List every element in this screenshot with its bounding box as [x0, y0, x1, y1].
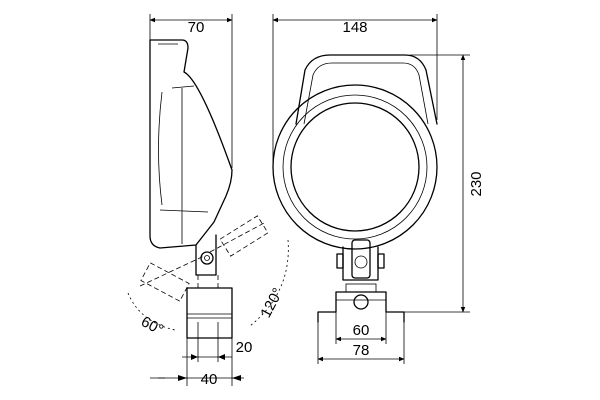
side-width-label: 40 [201, 371, 218, 388]
tilt-ghost-right [219, 215, 269, 257]
tilt-arc-120 [249, 239, 289, 327]
tilt-forward-label: 120° [257, 285, 287, 320]
front-view: 148 230 60 78 [272, 14, 485, 364]
height-label: 230 [468, 171, 485, 196]
tilt-back-label: 60° [138, 313, 166, 339]
side-lens [158, 91, 163, 206]
mount-inner-label: 60 [353, 322, 370, 339]
mount-outer-label: 78 [353, 342, 370, 359]
side-view: 60° 120° 70 20 40 [127, 14, 289, 388]
side-depth-label: 70 [188, 19, 205, 36]
front-handle [295, 54, 438, 125]
pivot-bolt-center [204, 255, 210, 261]
front-lamp-outer [272, 84, 438, 250]
side-housing-rim [158, 43, 209, 244]
front-mount-foot [317, 291, 405, 323]
pivot-bolt [200, 251, 214, 265]
front-lamp-rim [282, 94, 428, 240]
side-offset-label: 20 [236, 339, 253, 356]
side-housing [149, 39, 233, 249]
front-lens [290, 102, 420, 232]
side-bracket [195, 234, 217, 276]
front-neck [342, 246, 379, 281]
tilt-arc-60 [127, 292, 176, 331]
side-base-block [186, 287, 233, 339]
front-width-label: 148 [342, 19, 367, 36]
